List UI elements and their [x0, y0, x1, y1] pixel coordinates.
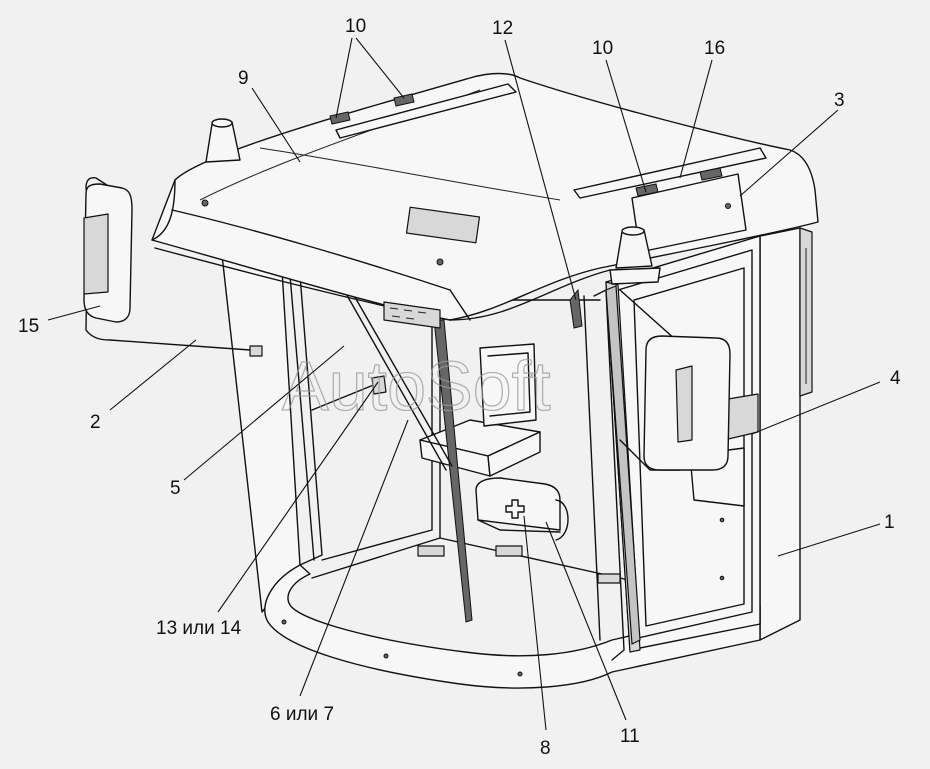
callout-8: 8 [540, 738, 551, 759]
callout-11: 11 [620, 726, 640, 747]
callout-13-or-14: 13 или 14 [156, 618, 242, 639]
callout-1: 1 [884, 512, 895, 533]
leader-lines [47, 37, 881, 731]
callout-10-left: 10 [345, 16, 366, 37]
front-lights [383, 301, 441, 329]
cab-left-door-frame [583, 289, 625, 661]
wiper [569, 288, 583, 329]
callout-4: 4 [890, 368, 901, 389]
callout-6-or-7: 6 или 7 [270, 704, 334, 725]
callout-5: 5 [170, 478, 181, 499]
callout-15: 15 [18, 316, 39, 337]
callout-3: 3 [834, 90, 845, 111]
callout-10-right: 10 [592, 38, 613, 59]
callout-12: 12 [492, 18, 513, 39]
beacon-right [609, 226, 661, 285]
roof [151, 72, 819, 321]
watermark: AutoSoft [282, 347, 551, 425]
right-mirror [619, 289, 731, 471]
cab-left-side [221, 254, 323, 613]
callout-9: 9 [238, 68, 249, 89]
callout-labels: 10 12 10 16 9 3 15 4 2 1 5 13 или 14 6 и… [18, 16, 901, 759]
inner-handle [311, 375, 387, 411]
door-rod [343, 289, 473, 623]
callout-16: 16 [704, 38, 725, 59]
left-mirror [83, 177, 263, 357]
first-aid-kit [475, 477, 569, 541]
callout-2: 2 [90, 412, 101, 433]
cab-rear-wall [759, 227, 813, 641]
